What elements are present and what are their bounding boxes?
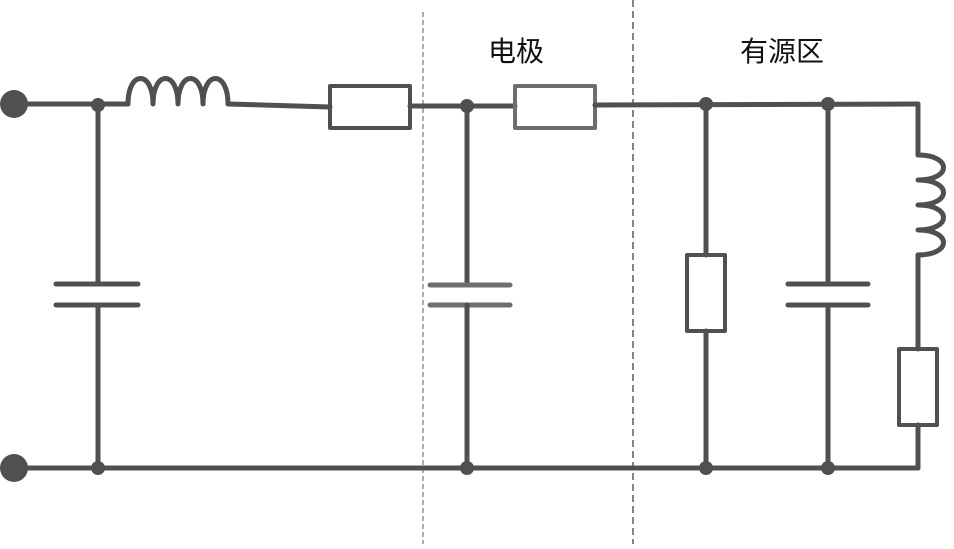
terminal-bottom (0, 454, 28, 482)
resistor-series-1 (328, 84, 412, 130)
junction-dot (821, 461, 835, 475)
active-region-label: 有源区 (740, 35, 825, 68)
resistor-shunt (685, 253, 727, 333)
terminal-top (0, 90, 28, 118)
inductor-shunt (915, 152, 946, 258)
junction-dot (460, 461, 474, 475)
electrode-region-label: 电极 (488, 35, 545, 68)
inductor-series (125, 76, 231, 107)
junction-dot (699, 97, 713, 111)
junction-dot (460, 99, 474, 113)
resistor-series-electrode (513, 84, 597, 130)
wire-top-mid (225, 101, 333, 110)
wire-top-active (592, 101, 921, 108)
junction-dot (91, 461, 105, 475)
junction-dot (821, 97, 835, 111)
resistor-shunt-2 (897, 347, 939, 427)
junction-dot (91, 98, 105, 112)
junction-dot (699, 461, 713, 475)
